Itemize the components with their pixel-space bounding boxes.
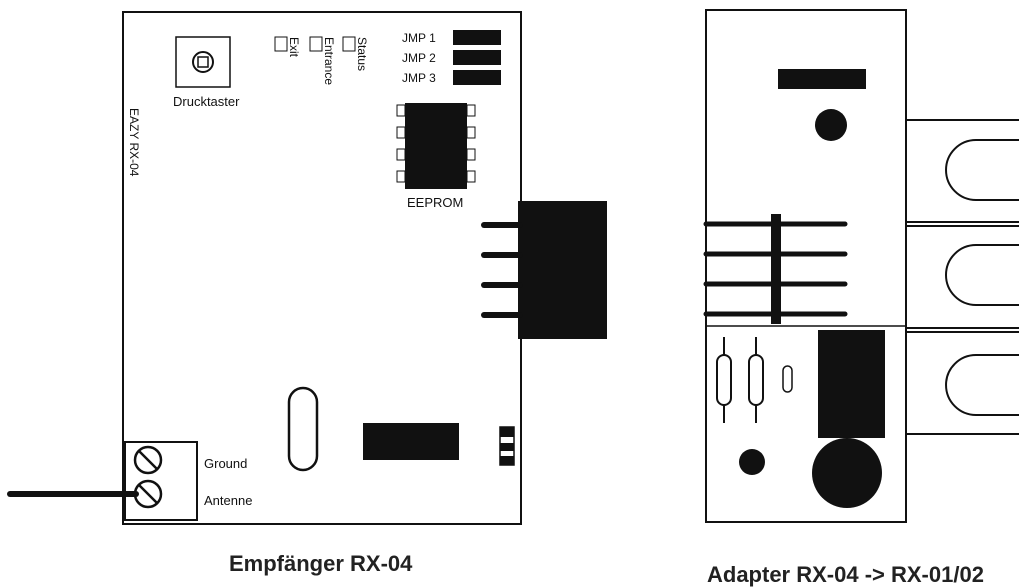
- adapter-hole-top: [815, 109, 847, 141]
- adapter-resistors: [716, 337, 793, 423]
- jumper-3-label: JMP 3: [402, 71, 436, 85]
- eeprom-label: EEPROM: [407, 195, 463, 210]
- small-component: [499, 426, 515, 466]
- receiver-board: Drucktaster EAZY RX-04 Exit Entrance Sta…: [7, 11, 607, 525]
- adapter-caption: Adapter RX-04 -> RX-01/02: [707, 562, 984, 587]
- jumper-group: JMP 1 JMP 2 JMP 3: [402, 30, 501, 85]
- antenna-label: Antenne: [204, 493, 252, 508]
- jumper-3: [453, 70, 501, 85]
- terminal-block: [124, 441, 198, 521]
- eeprom-chip: [396, 103, 476, 189]
- jumper-1-label: JMP 1: [402, 31, 436, 45]
- crystal: [287, 386, 319, 472]
- led-group: Exit Entrance Status: [274, 36, 369, 85]
- jumper-2: [453, 50, 501, 65]
- ic-component: [363, 423, 459, 460]
- receiver-caption: Empfänger RX-04: [229, 551, 413, 576]
- board-name-label: EAZY RX-04: [127, 108, 141, 177]
- ground-label: Ground: [204, 456, 247, 471]
- jumper-2-label: JMP 2: [402, 51, 436, 65]
- adapter-jumper: [778, 69, 866, 89]
- adapter-tabs: [905, 119, 1019, 435]
- adapter-board: [703, 9, 1019, 523]
- adapter-hole-small: [739, 449, 765, 475]
- led-exit-label: Exit: [287, 37, 301, 58]
- adapter-capacitor: [818, 330, 885, 438]
- push-button: [175, 36, 231, 88]
- adapter-pin-header: [703, 214, 848, 324]
- pin-header: [481, 201, 607, 339]
- adapter-hole-large: [812, 438, 882, 508]
- led-status-label: Status: [355, 37, 369, 71]
- button-label: Drucktaster: [173, 94, 240, 109]
- jumper-1: [453, 30, 501, 45]
- led-entrance-label: Entrance: [322, 37, 336, 85]
